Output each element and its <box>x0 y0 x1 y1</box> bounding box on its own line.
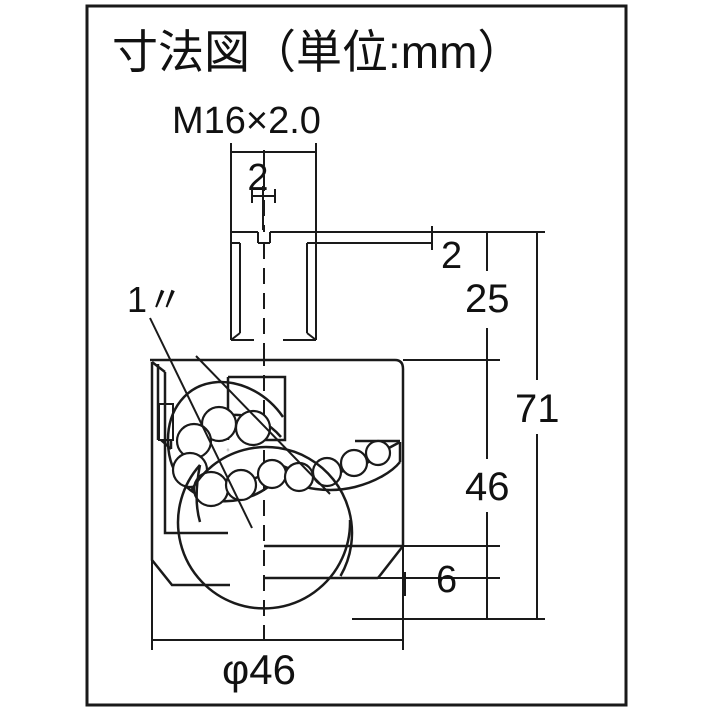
ball-size-leader <box>149 317 331 529</box>
right-extension-lines <box>316 231 545 620</box>
main-ball-sphere <box>178 445 354 621</box>
ball-size-label: 1〃 <box>127 279 183 320</box>
thread-spec-label: M16×2.0 <box>172 100 321 142</box>
unit-body-outline <box>150 358 405 580</box>
body-height-label: 46 <box>465 465 510 509</box>
figure-title: 寸法図（単位:mm） <box>112 26 523 78</box>
main-ball <box>176 464 352 610</box>
slot-extension-lines <box>230 155 317 232</box>
drawing-border <box>85 4 628 707</box>
threaded-stem <box>230 231 317 341</box>
support-balls <box>171 405 392 508</box>
total-height-label: 71 <box>515 387 560 431</box>
stem-length-label: 25 <box>465 277 510 321</box>
body-diameter-label: φ46 <box>222 646 296 693</box>
thread-width-dimension <box>230 143 317 160</box>
ball-protrusion-dimension <box>404 572 428 596</box>
slot-width-label: 2 <box>247 157 268 199</box>
flange-thickness-label: 2 <box>441 235 462 277</box>
ball-protrusion-label: 6 <box>436 559 457 601</box>
body-diameter-dimension <box>151 546 404 650</box>
